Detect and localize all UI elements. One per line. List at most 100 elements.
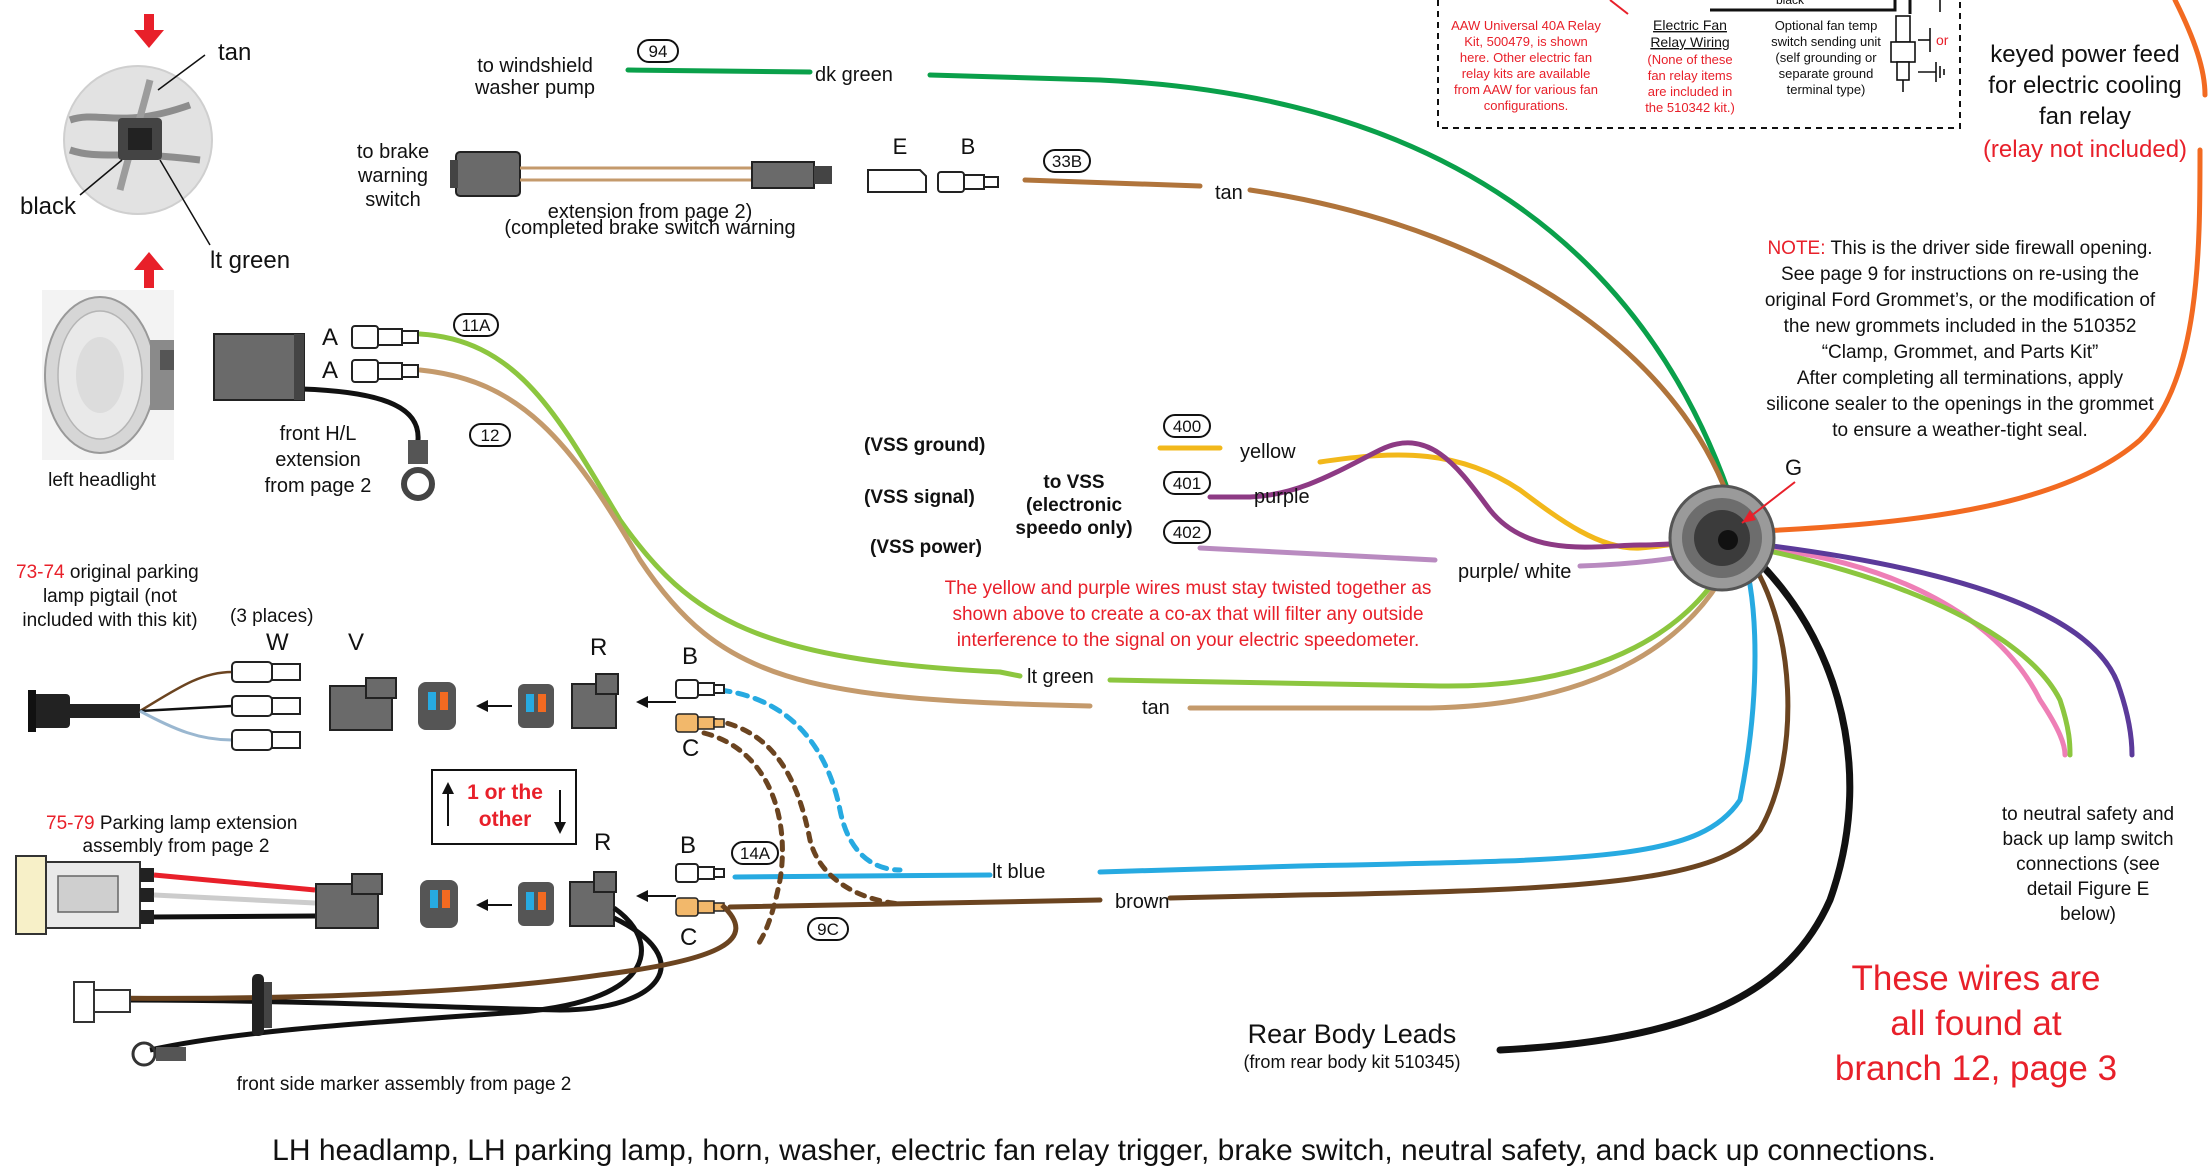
windshield-label-1: to windshield <box>477 55 593 77</box>
rear-body-line-2: (from rear body kit 510345) <box>1243 1052 1460 1072</box>
pin-b-label-top: B <box>682 643 698 670</box>
tag-94-text: 94 <box>649 42 668 61</box>
left-headlight-caption: left headlight <box>48 470 156 491</box>
wire-bundle <box>299 0 2208 1054</box>
headlight-photo: left headlight <box>42 290 174 491</box>
grommet: G <box>1668 455 1802 592</box>
rear-body-label: Rear Body Leads (from rear body kit 5103… <box>1243 1019 1460 1072</box>
vss-warning-1: The yellow and purple wires must stay tw… <box>945 578 1432 599</box>
brake-ext-connector-icon <box>751 161 832 189</box>
parking-pigtail-group: 73-74 original parking lamp pigtail (not… <box>16 562 725 762</box>
keyed-feed-line-3: fan relay <box>2039 103 2131 130</box>
brake-switch-group: to brake warning switch extension from p… <box>357 134 1243 239</box>
note-line-1-text: This is the driver side firewall opening… <box>1826 238 2153 259</box>
tag-400: 400 <box>1163 414 1211 438</box>
brake-label-1: to brake <box>357 141 429 163</box>
wire-tan-33b <box>1022 177 1741 533</box>
tag-11a: 11A <box>453 313 499 337</box>
neutral-line-5: below) <box>2060 904 2116 925</box>
terminal-e-icon <box>867 169 927 193</box>
neutral-line-4: detail Figure E <box>2027 879 2150 900</box>
tag-9c: 9C <box>807 917 849 941</box>
pin-r-label-top: R <box>590 634 607 661</box>
brake-label-3: switch <box>365 189 421 211</box>
parking-ext-group: 75-79 Parking lamp extension assembly fr… <box>15 813 849 1095</box>
terminal-b-icon-bottom <box>675 863 725 883</box>
pin-a1-label: A <box>322 324 338 351</box>
terminal-a1-icon <box>351 325 419 349</box>
label-lt-green-photo: lt green <box>210 247 290 274</box>
front-hl-label-3: from page 2 <box>265 475 372 497</box>
temp-switch-text-5: terminal type) <box>1787 82 1866 97</box>
brake-ext-line-1: extension from page 2) <box>548 201 753 223</box>
wire-pink <box>1737 542 2068 758</box>
tan-33b-label: tan <box>1215 182 1243 204</box>
rear-body-line-1: Rear Body Leads <box>1248 1019 1457 1049</box>
parking-lamp-assembly-icon <box>15 855 154 935</box>
ring-terminal-icon <box>401 440 435 501</box>
terminal-c-icon-top <box>675 713 725 733</box>
headlight-connector-photo: tan black lt green <box>20 39 290 274</box>
temp-switch-text-1: Optional fan temp <box>1775 18 1878 33</box>
pigtail-num: 73-74 <box>16 562 65 583</box>
to-vss-line-2: (electronic <box>1026 495 1123 516</box>
pin-e-label: E <box>893 134 908 159</box>
branch-line-2: all found at <box>1890 1004 2062 1043</box>
tag-33b: 33B <box>1043 149 1091 173</box>
neutral-line-1: to neutral safety and <box>2002 804 2174 825</box>
front-hl-label-2: extension <box>275 449 361 471</box>
label-black-photo: black <box>20 193 77 220</box>
yellow-label: yellow <box>1240 441 1296 463</box>
diagram-caption: LH headlamp, LH parking lamp, horn, wash… <box>272 1134 1936 1167</box>
connector-r-icon-top <box>571 673 619 729</box>
tag-94: 94 <box>637 39 679 63</box>
wire-tan-12 <box>417 367 1741 711</box>
branch-line-1: These wires are <box>1852 959 2101 998</box>
neutral-line-2: back up lamp switch <box>2002 829 2173 850</box>
wire-green-neutral <box>1737 542 2073 758</box>
relay-kit-text-6: configurations. <box>1484 98 1569 113</box>
wire-orange <box>1737 147 2203 535</box>
pin-r-label-bottom: R <box>594 829 611 856</box>
tag-402: 402 <box>1163 520 1211 544</box>
headlight-plug-icon <box>213 333 305 401</box>
note-block: NOTE: This is the driver side firewall o… <box>1765 238 2156 441</box>
vss-power-label: (VSS power) <box>870 537 982 558</box>
terminal-b-icon-brake <box>937 171 999 193</box>
parking-ext-line-1: 75-79 Parking lamp extension <box>46 813 297 834</box>
purple-label: purple <box>1254 486 1310 508</box>
connector-bottom-icon <box>315 873 383 929</box>
neutral-safety-label: to neutral safety and back up lamp switc… <box>2002 804 2174 925</box>
tag-400-text: 400 <box>1173 417 1201 436</box>
tag-401: 401 <box>1163 471 1211 495</box>
red-arrow-down-icon <box>134 14 164 48</box>
connector-v-icon <box>329 677 397 731</box>
pigtail-line-1-text: original parking <box>65 562 199 583</box>
wire-brown-dashed <box>709 717 903 907</box>
socket-icon-top <box>418 682 456 730</box>
note-line-2: See page 9 for instructions on re-using … <box>1781 264 2139 285</box>
one-or-other-2: other <box>479 808 532 831</box>
relay-wiring-text-3: are included in <box>1648 84 1733 99</box>
relay-wiring-title-2: Relay Wiring <box>1650 34 1729 50</box>
relay-kit-text-1: AAW Universal 40A Relay <box>1451 18 1601 33</box>
wire-orange-top <box>2172 0 2208 98</box>
temp-switch-text-2: switch sending unit <box>1771 34 1881 49</box>
note-line-8: to ensure a weather-tight seal. <box>1832 420 2088 441</box>
tag-12-text: 12 <box>481 426 500 445</box>
headlight-extension-group: A A 11A 12 front H/L extension from page… <box>213 313 511 501</box>
pin-b-label-bottom: B <box>680 832 696 859</box>
brake-label-2: warning <box>357 165 428 187</box>
to-vss-line-3: speedo only) <box>1015 518 1132 539</box>
wire-black-rear <box>1496 541 1854 1054</box>
vss-group: (VSS ground) (VSS signal) (VSS power) to… <box>864 414 1571 651</box>
pigtail-line-2: lamp pigtail (not <box>43 586 178 607</box>
brake-switch-connector-icon <box>450 151 521 197</box>
wire-lt-blue-dashed <box>717 687 903 873</box>
note-line-6: After completing all terminations, apply <box>1797 368 2124 389</box>
wire-purple <box>1207 440 1741 550</box>
pin-c-label-bottom: C <box>680 924 697 951</box>
tag-14a-text: 14A <box>740 844 771 863</box>
pin-b-label-brake: B <box>961 134 976 159</box>
